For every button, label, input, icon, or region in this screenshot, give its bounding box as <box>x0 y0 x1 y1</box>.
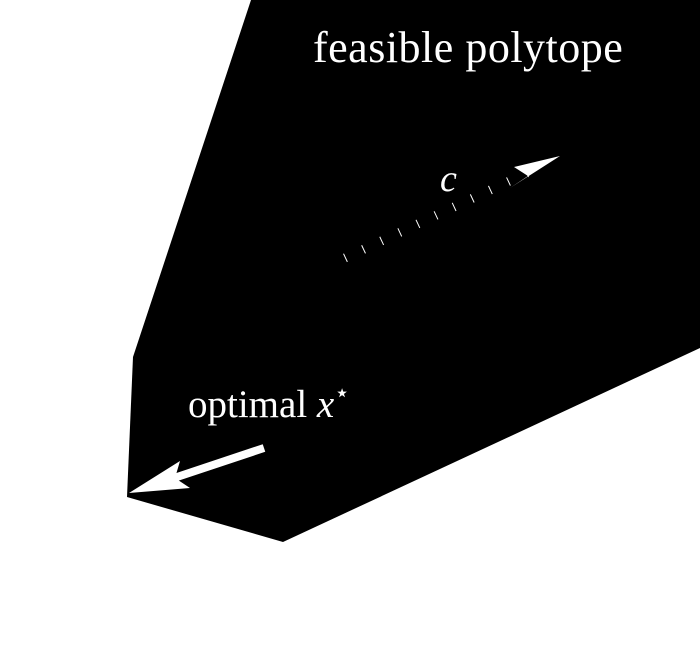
optimal-star-superscript: ⋆ <box>334 380 350 407</box>
optimal-vertex-arrow <box>129 444 266 493</box>
objective-vector-label: c <box>440 158 457 200</box>
optimal-vertex-arrowhead <box>129 461 190 493</box>
optimal-vertex-arrow-shaft <box>166 444 266 484</box>
optimal-label-prefix: optimal <box>188 383 317 426</box>
optimal-variable-x: x <box>316 383 335 426</box>
objective-direction-arrow <box>343 156 560 263</box>
objective-direction-arrowhead <box>510 156 560 188</box>
feasible-polytope-shape <box>127 0 700 542</box>
feasible-polytope-label: feasible polytope <box>313 23 624 72</box>
optimal-vertex-label: optimal x⋆ <box>188 381 350 426</box>
